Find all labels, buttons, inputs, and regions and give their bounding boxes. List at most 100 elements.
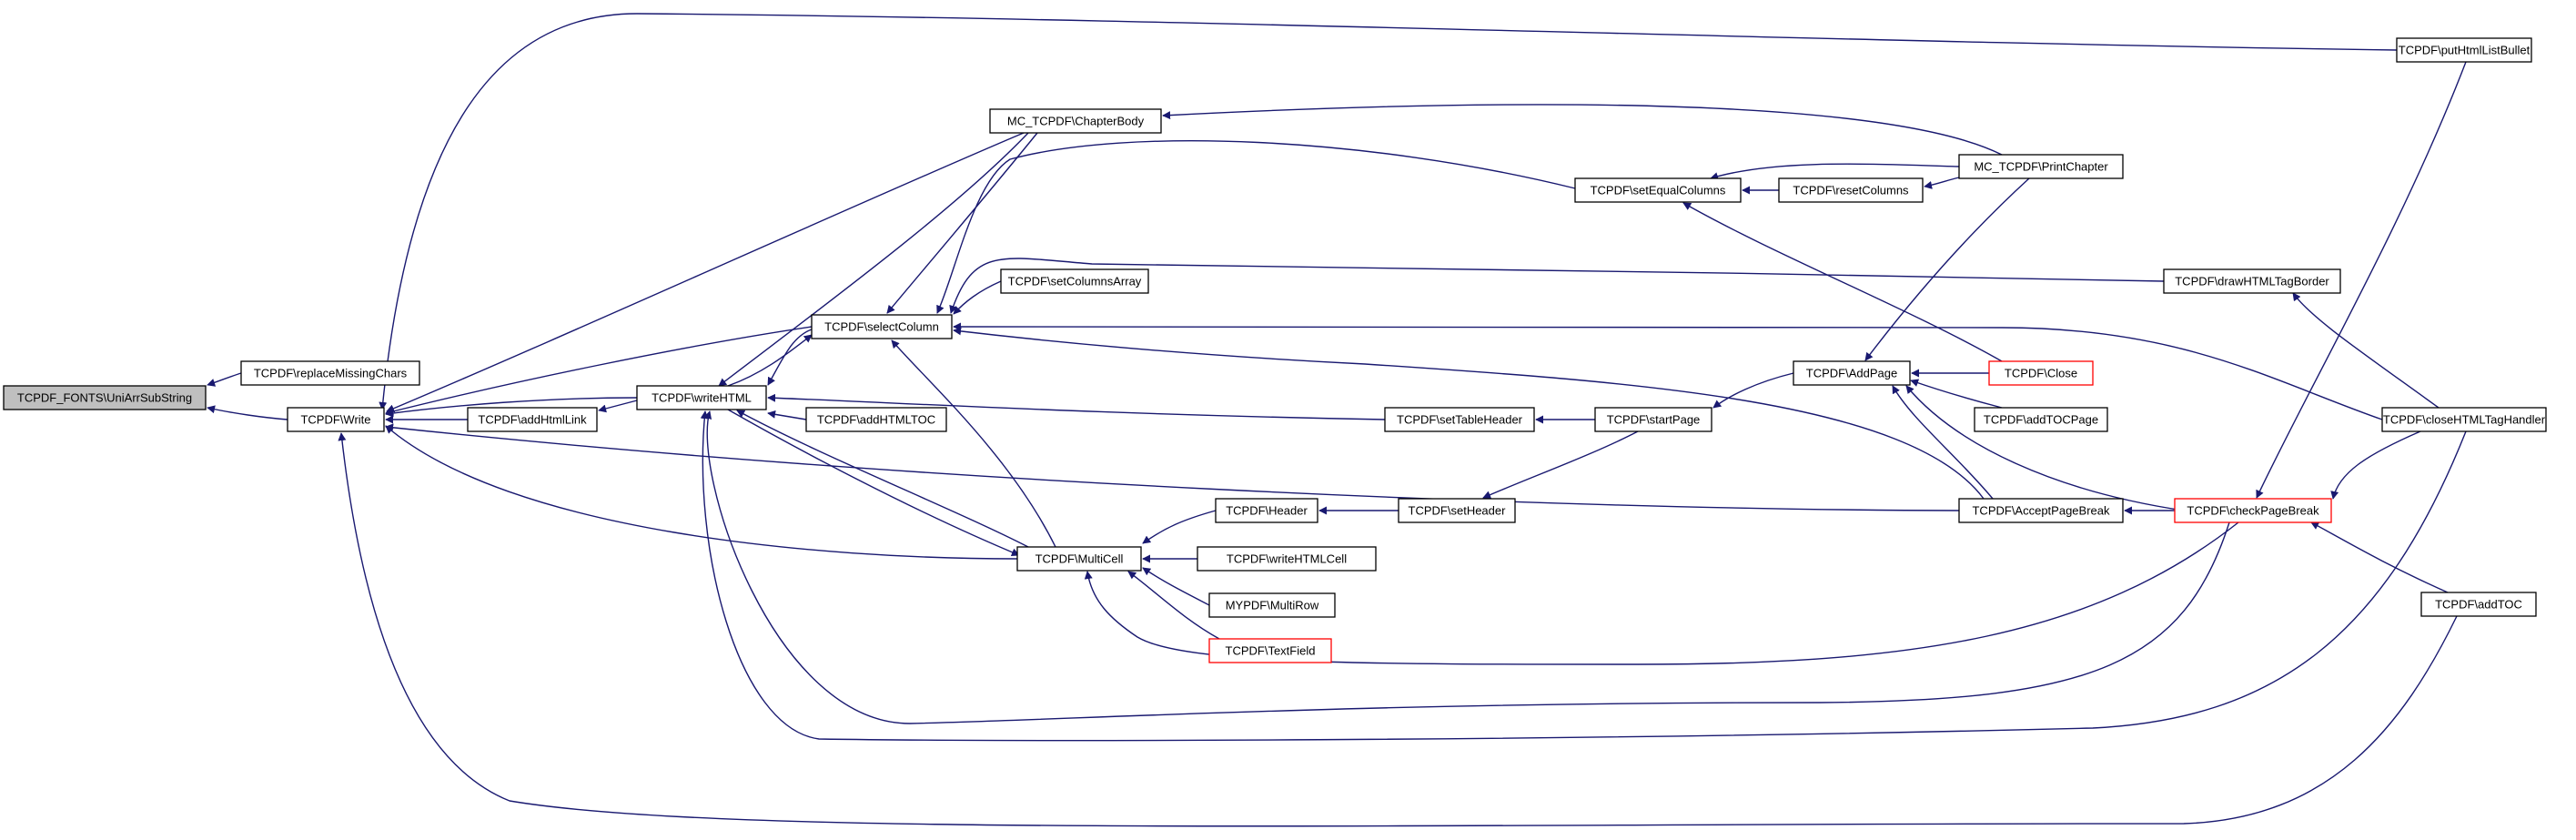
edge-n10-to-n9 (1142, 510, 1217, 544)
node-box[interactable] (287, 407, 385, 432)
node-label: TCPDF\setTableHeader (1397, 413, 1523, 427)
node-box[interactable] (2381, 407, 2547, 432)
node-label: TCPDF\closeHTMLTagHandler (2383, 413, 2546, 427)
node-n1[interactable]: TCPDF\replaceMissingChars (240, 360, 420, 386)
node-n6[interactable]: TCPDF\addHTMLTOC (805, 407, 947, 432)
node-box[interactable] (2396, 37, 2532, 63)
edge-line (1682, 202, 2003, 362)
node-box[interactable] (1016, 546, 1142, 572)
node-label: TCPDF\addTOC (2435, 598, 2522, 612)
edge-line (2330, 430, 2421, 500)
node-n11[interactable]: TCPDF\writeHTMLCell (1197, 546, 1377, 572)
node-n15[interactable]: TCPDF\setTableHeader (1384, 407, 1535, 432)
node-box[interactable] (1958, 498, 2124, 523)
node-label: TCPDF\writeHTML (652, 391, 752, 405)
edge-line (1142, 510, 1217, 544)
edge-line (949, 258, 2165, 314)
node-n20[interactable]: MC_TCPDF\PrintChapter (1958, 154, 2124, 179)
node-box[interactable] (1594, 407, 1712, 432)
edge-n26-to-n25 (2256, 61, 2467, 499)
node-box[interactable] (1384, 407, 1535, 432)
node-label: TCPDF\setHeader (1409, 504, 1507, 518)
node-n28[interactable]: TCPDF\addTOC (2420, 592, 2537, 617)
node-box[interactable] (1988, 360, 2094, 386)
edge-line (1142, 567, 1210, 606)
node-n26[interactable]: TCPDF\putHtmlListBullet (2396, 37, 2532, 63)
edge-n7-to-n2 (386, 132, 1025, 413)
node-box[interactable] (1974, 407, 2108, 432)
node-n17[interactable]: TCPDF\setEqualColumns (1574, 177, 1742, 203)
node-n9[interactable]: TCPDF\MultiCell (1016, 546, 1142, 572)
node-label: TCPDF\writeHTMLCell (1227, 552, 1347, 566)
edge-line (736, 410, 1029, 548)
node-n8[interactable]: TCPDF\setColumnsArray (1000, 268, 1149, 294)
node-box[interactable] (240, 360, 420, 386)
node-n12[interactable]: MYPDF\MultiRow (1208, 592, 1336, 618)
node-box[interactable] (1793, 360, 1911, 386)
node-box[interactable] (1778, 177, 1924, 203)
node-n10[interactable]: TCPDF\Header (1215, 498, 1318, 523)
node-box[interactable] (811, 314, 953, 339)
edge-line (1910, 379, 2003, 409)
edge-n23-to-n19 (1892, 385, 1994, 500)
node-n19[interactable]: TCPDF\AddPage (1793, 360, 1911, 386)
node-box[interactable] (989, 108, 1162, 134)
node-n13[interactable]: TCPDF\TextField (1208, 638, 1332, 663)
node-box[interactable] (1958, 154, 2124, 179)
node-n16[interactable]: TCPDF\startPage (1594, 407, 1712, 432)
node-label: TCPDF\putHtmlListBullet (2399, 44, 2531, 57)
node-n23[interactable]: TCPDF\AcceptPageBreak (1958, 498, 2124, 523)
node-n2[interactable]: TCPDF\Write (287, 407, 385, 432)
edge-line (207, 372, 242, 387)
node-n25[interactable]: TCPDF\checkPageBreak (2174, 498, 2332, 523)
node-label: TCPDF\AcceptPageBreak (1972, 504, 2110, 518)
node-n4[interactable]: TCPDF\writeHTML (636, 385, 767, 410)
node-label: TCPDF\Close (2005, 367, 2077, 380)
node-n22[interactable]: TCPDF\addTOCPage (1974, 407, 2108, 432)
node-label: MYPDF\MultiRow (1226, 599, 1319, 612)
edge-n28-to-n25 (2310, 521, 2449, 593)
node-box[interactable] (1398, 498, 1516, 523)
node-n7[interactable]: MC_TCPDF\ChapterBody (989, 108, 1162, 134)
edge-line (718, 132, 1029, 387)
node-box[interactable] (1000, 268, 1149, 294)
edge-line (385, 425, 1018, 560)
node-n21[interactable]: TCPDF\Close (1988, 360, 2094, 386)
node-box[interactable] (2420, 592, 2537, 617)
node-n3[interactable]: TCPDF\addHtmlLink (467, 407, 598, 432)
node-label: TCPDF\AddPage (1806, 367, 1897, 380)
edge-n21-to-n17 (1682, 202, 2003, 362)
node-label: TCPDF\addHTMLTOC (817, 413, 935, 427)
node-box[interactable] (2163, 268, 2341, 294)
node-box[interactable] (1208, 592, 1336, 618)
node-n5[interactable]: TCPDF\selectColumn (811, 314, 953, 339)
edge-n5-to-n2 (385, 326, 813, 416)
edge-line (385, 397, 638, 418)
edge-n2-to-n0 (207, 405, 288, 420)
node-box[interactable] (2174, 498, 2332, 523)
node-n0[interactable]: TCPDF_FONTS\UniArrSubString (3, 385, 207, 410)
node-box[interactable] (3, 385, 207, 410)
node-label: TCPDF\drawHTMLTagBorder (2175, 275, 2329, 288)
node-n27[interactable]: TCPDF\closeHTMLTagHandler (2381, 407, 2547, 432)
edge-n7-to-n4 (718, 132, 1029, 387)
node-box[interactable] (1215, 498, 1318, 523)
edge-n23-to-n2 (385, 423, 1960, 511)
node-n24[interactable]: TCPDF\drawHTMLTagBorder (2163, 268, 2341, 294)
edge-n1-to-n0 (207, 372, 242, 387)
node-label: TCPDF\TextField (1226, 644, 1316, 658)
node-box[interactable] (805, 407, 947, 432)
edge-n9-to-n4 (736, 410, 1029, 548)
node-box[interactable] (467, 407, 598, 432)
node-n14[interactable]: TCPDF\setHeader (1398, 498, 1516, 523)
node-box[interactable] (1197, 546, 1377, 572)
node-n18[interactable]: TCPDF\resetColumns (1778, 177, 1924, 203)
node-box[interactable] (636, 385, 767, 410)
node-label: TCPDF\resetColumns (1793, 184, 1909, 197)
node-box[interactable] (1208, 638, 1332, 663)
node-box[interactable] (1574, 177, 1742, 203)
edge-line (598, 400, 638, 413)
edge-line (886, 132, 1038, 314)
edge-line (953, 322, 2383, 420)
edge-n4-to-n2 (385, 397, 638, 418)
